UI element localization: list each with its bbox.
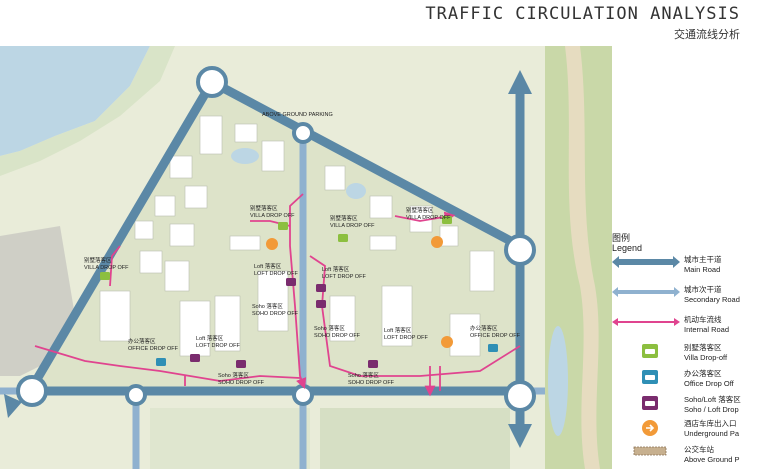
bottom-green-2 [320,408,510,469]
label-loft-en-3: LOFT DROP OFF [322,274,366,280]
legend-secondary-road-en: Secondary Road [684,295,740,304]
legend-underground-zh: 酒店车库出入口 [684,419,737,428]
label-soho-zh-1: Soho 落客区 [252,302,283,310]
legend-underground-en: Underground Pa [684,429,740,438]
legend-internal-road-zh: 机动车流线 [684,315,722,324]
label-office-en-2: OFFICE DROP OFF [470,333,521,339]
legend-villa-en: Villa Drop-off [684,353,728,362]
legend-soho-en: Soho / Loft Drop [684,405,739,414]
arrow-up [508,70,532,94]
secondary-road-arrow-icon [612,287,680,297]
legend-office-zh: 办公落客区 [684,369,722,378]
underground-parking-markers [266,236,453,348]
label-villa-zh-1: 别墅落客区 [84,256,112,264]
legend-title-en: Legend [612,243,643,253]
label-soho-en-2: SOHO DROP OFF [314,333,361,339]
label-loft-zh-1: Loft 落客区 [254,262,282,270]
label-loft-en-1: LOFT DROP OFF [254,271,298,277]
label-villa-en-4: VILLA DROP OFF [406,215,451,221]
villa-dropoff-markers [100,216,452,280]
fountain-1 [231,148,259,164]
arrow-down [508,424,532,448]
soho-dropoff-markers [190,278,378,368]
villa-car-icon [642,344,658,358]
legend-secondary-road-zh: 城市次干道 [684,285,722,294]
label-office-en-1: OFFICE DROP OFF [128,346,179,352]
label-loft-zh-3: Loft 落客区 [322,265,350,273]
arrow-left [4,394,22,418]
legend-soho-zh: Soho/Loft 落客区 [684,395,741,404]
title-chinese: 交通流线分析 [674,28,740,41]
label-soho-zh-4: Soho 落客区 [348,371,379,379]
label-office-zh-1: 办公落客区 [128,337,156,345]
label-soho-en-1: SOHO DROP OFF [252,311,299,317]
legend-bus-zh: 公交车站 [684,445,714,454]
title-english: TRAFFIC CIRCULATION ANALYSIS [425,4,740,24]
label-villa-zh-3: 别墅落客区 [330,214,358,222]
legend-bus-en: Above Ground P [684,455,740,464]
internal-routes [34,193,521,397]
label-office-zh-2: 办公落客区 [470,324,498,332]
legend-main-road-zh: 城市主干道 [684,255,722,264]
label-loft-zh-2: Loft 落客区 [196,334,224,342]
label-loft-zh-4: Loft 落客区 [384,326,412,334]
park-path [565,46,600,469]
office-dropoff-markers [156,344,498,366]
bus-stop-icon [633,446,667,456]
label-soho-zh-2: Soho 落客区 [314,324,345,332]
fountain-2 [346,183,366,199]
legend-internal-road-en: Internal Road [684,325,730,334]
label-loft-en-2: LOFT DROP OFF [196,343,240,349]
legend-title-zh: 图例 [612,233,631,243]
label-loft-en-4: LOFT DROP OFF [384,335,428,341]
main-road-arrow-icon [612,256,680,268]
shore-strip [0,46,175,176]
label-villa-zh-4: 别墅落客区 [406,206,434,214]
site-plan-map: ABOVE GROUND PARKING 别墅落客区 VILLA DROP OF… [0,46,612,469]
label-soho-en-4: SOHO DROP OFF [348,380,395,386]
office-car-icon [642,370,658,384]
main-roads [26,78,525,436]
road-arrows [4,70,532,448]
soho-car-icon [642,396,658,410]
internal-road-arrow-icon [612,318,680,326]
legend-villa-zh: 别墅落客区 [684,343,722,352]
label-villa-zh-2: 别墅落客区 [250,204,278,212]
legend-office-en: Office Drop Off [684,379,734,388]
roundabouts [16,66,536,412]
label-villa-en-1: VILLA DROP OFF [84,265,129,271]
title-block: TRAFFIC CIRCULATION ANALYSIS 交通流线分析 [425,4,740,42]
pond-right [548,326,568,436]
label-villa-en-3: VILLA DROP OFF [330,223,375,229]
water-top-left [0,46,150,156]
buildings [99,115,495,357]
label-soho-zh-3: Soho 落客区 [218,371,249,379]
legend-main-road-en: Main Road [684,265,721,274]
bottom-green [150,408,310,469]
label-soho-en-3: SOHO DROP OFF [218,380,265,386]
label-above-parking: ABOVE GROUND PARKING [262,112,333,118]
underground-parking-icon [642,420,658,436]
label-villa-en-2: VILLA DROP OFF [250,213,295,219]
